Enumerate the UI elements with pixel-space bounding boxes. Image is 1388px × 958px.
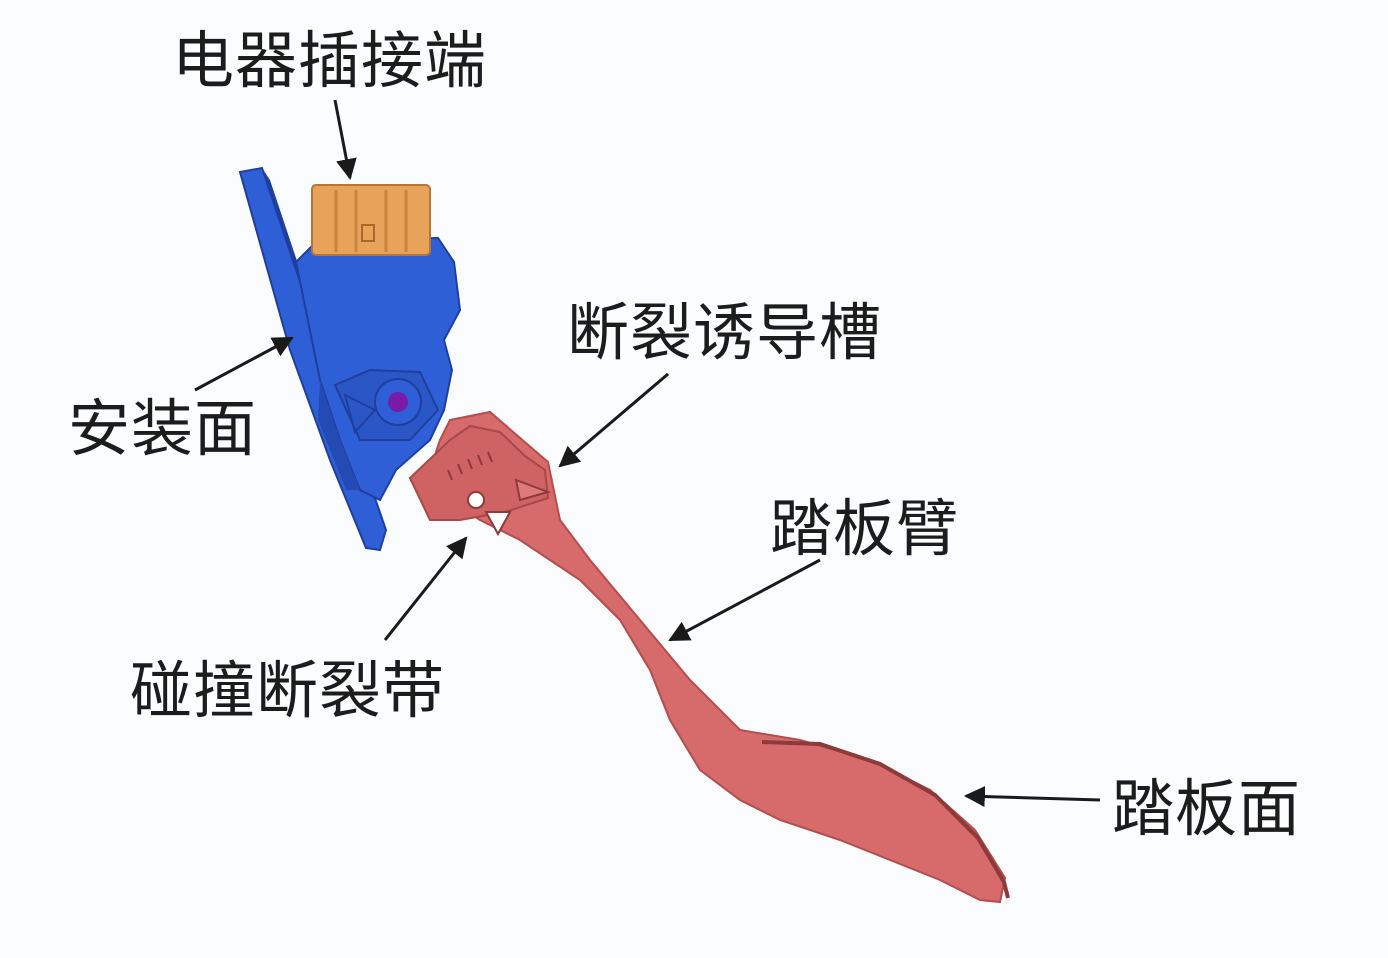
arrow-connector (333, 99, 357, 181)
arrow-pedal-arm (668, 558, 821, 642)
pedal-arm-shape (408, 410, 1010, 904)
arrow-pedal-face (963, 786, 1101, 808)
arrow-crash-break-zone (383, 536, 468, 641)
leader-arrows (194, 99, 1101, 808)
label-mounting-face: 安装面 (68, 392, 258, 465)
label-pedal-arm: 踏板臂 (770, 492, 960, 565)
label-connector: 电器插接端 (172, 24, 488, 97)
bracket-housing (294, 236, 462, 502)
label-fracture-groove: 断裂诱导槽 (567, 296, 883, 369)
arrow-mounting-face (194, 336, 294, 392)
arrow-fracture-groove (558, 372, 669, 468)
label-pedal-face: 踏板面 (1112, 772, 1302, 845)
label-crash-break-zone: 碰撞断裂带 (130, 654, 446, 727)
connector-body (311, 184, 431, 256)
